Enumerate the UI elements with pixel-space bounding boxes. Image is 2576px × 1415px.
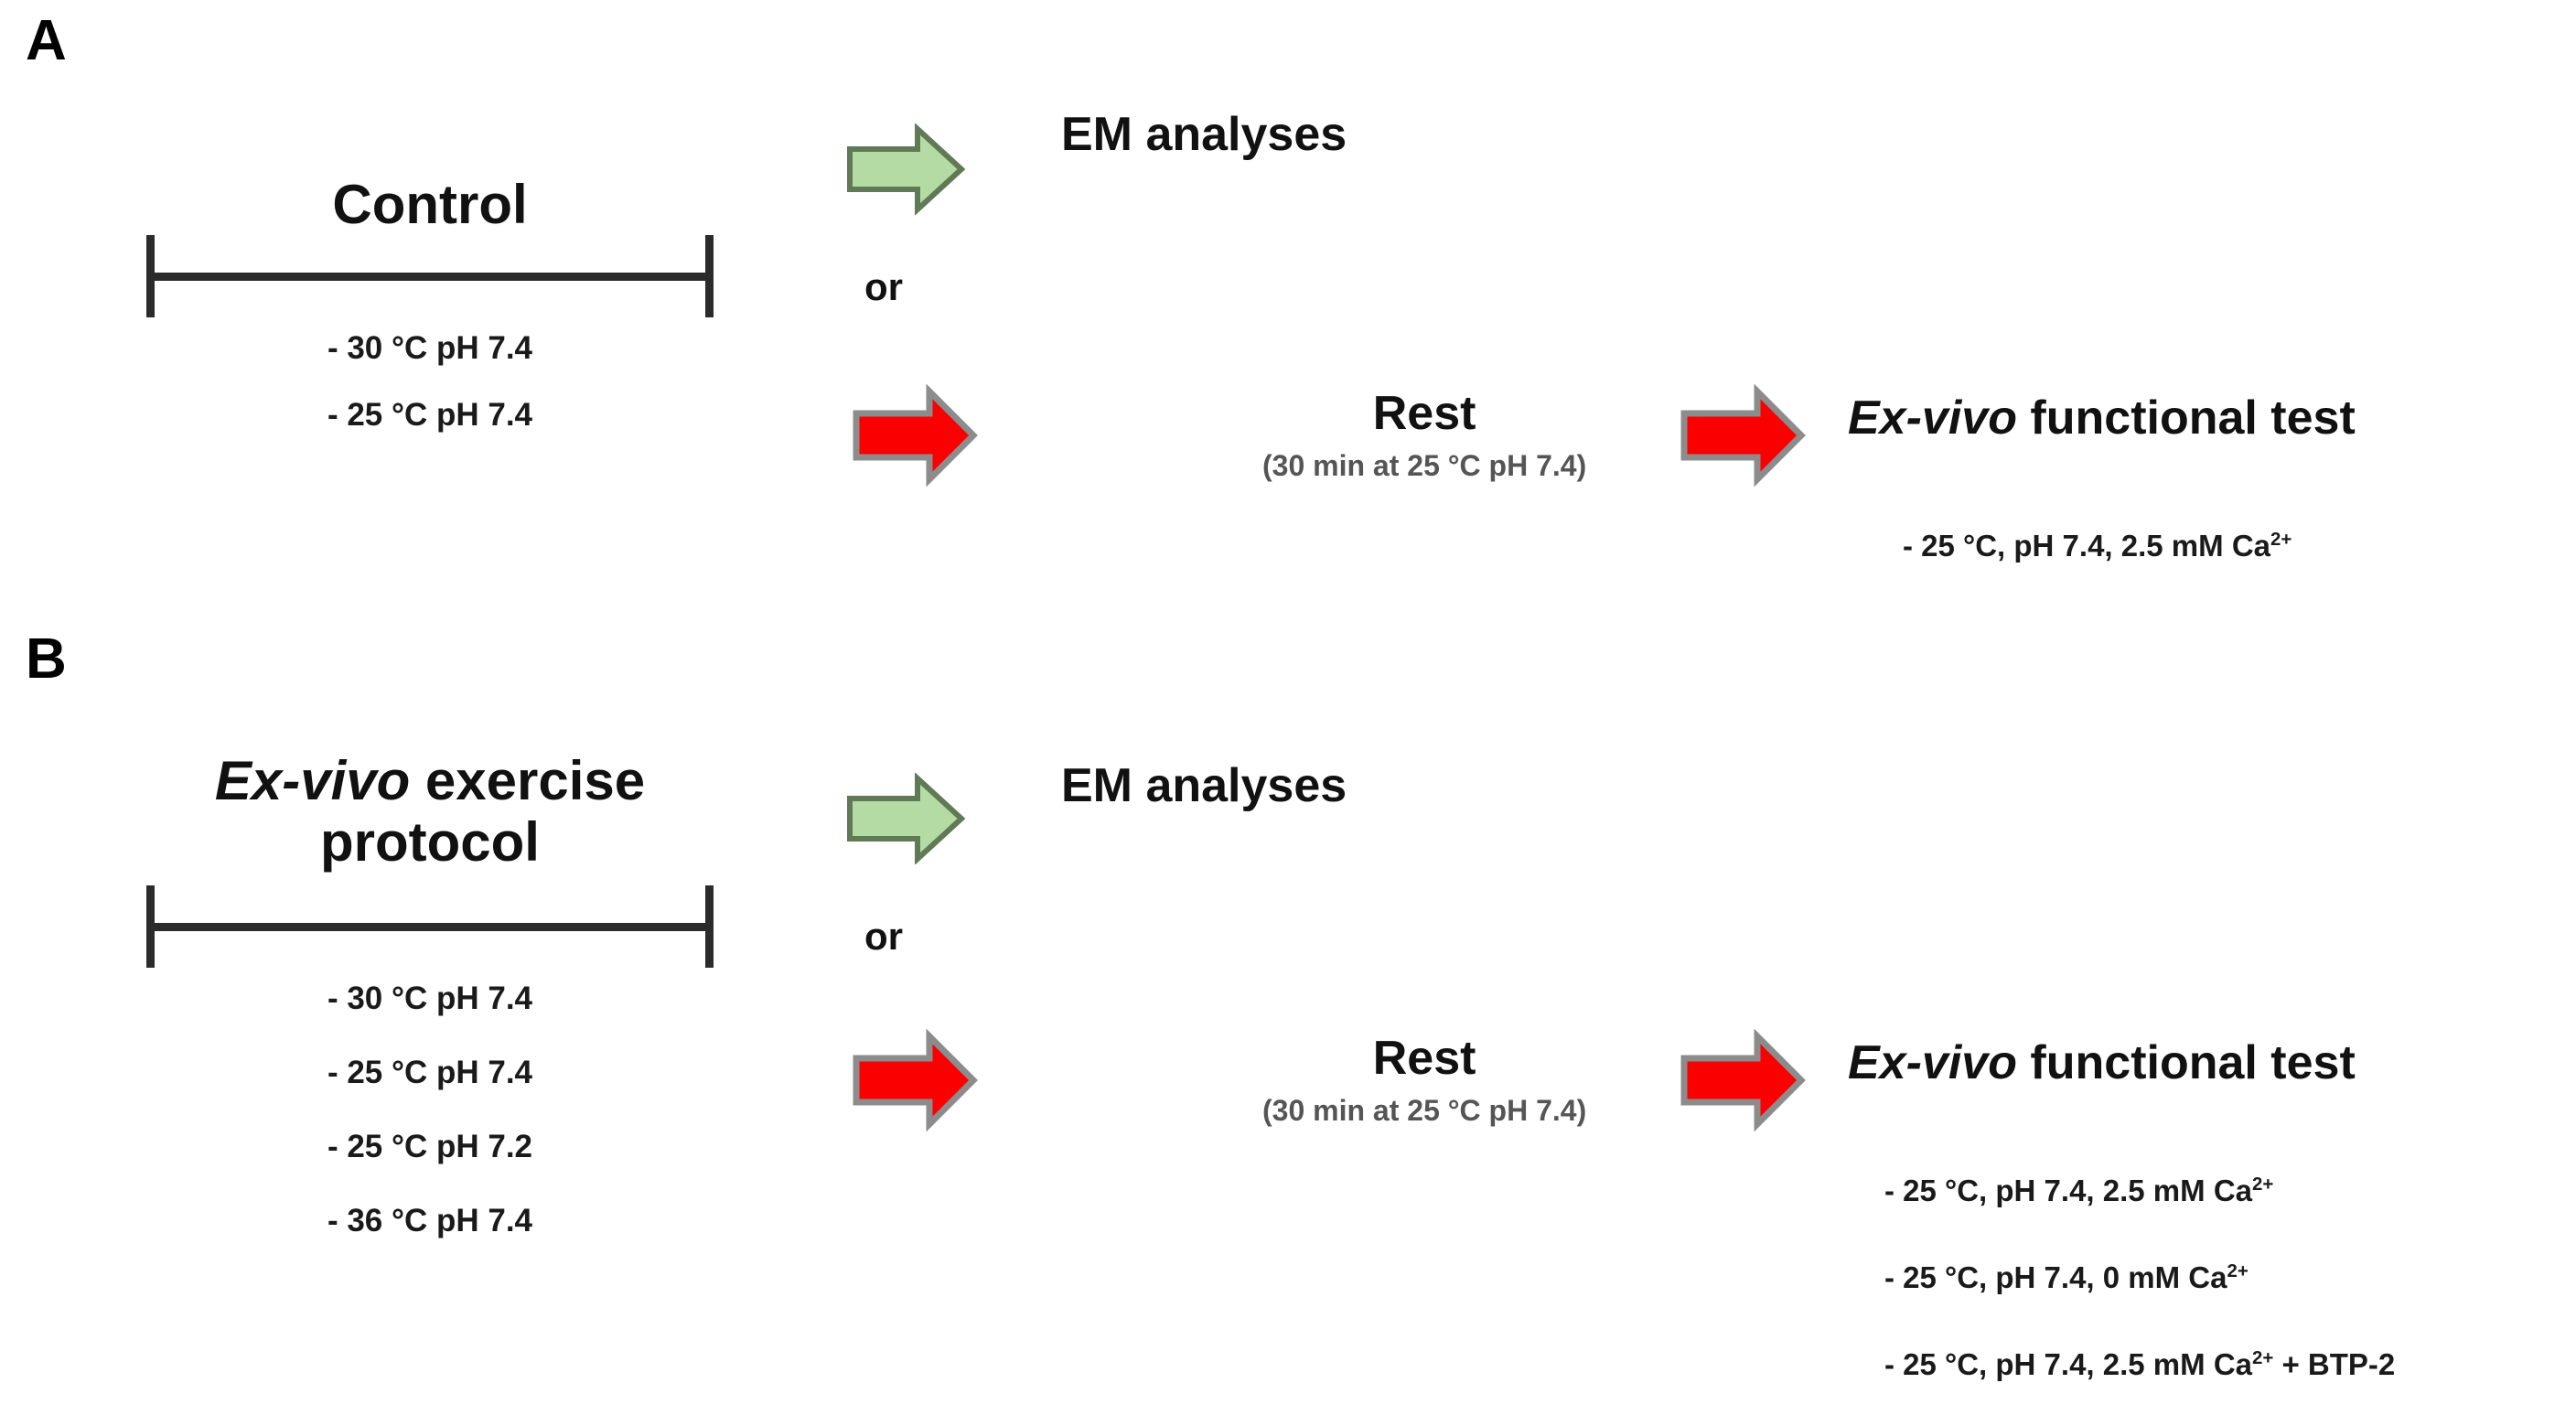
panel-b-bracket <box>146 885 714 969</box>
panel-b-rest-node: Rest (30 min at 25 °C pH 7.4) <box>1262 1034 1586 1127</box>
test-condition-item: - 25 °C, pH 7.4, 0 mM Ca2+ <box>1884 1260 2249 1294</box>
panel-a-functional-test-title: Ex-vivo functional test <box>1848 393 2356 444</box>
condition-item: - 25 °C pH 7.2 <box>327 1129 533 1165</box>
panel-a-condition-list: - 30 °C pH 7.4 - 25 °C pH 7.4 <box>146 332 714 431</box>
panel-letter-a: A <box>26 9 67 72</box>
panel-b-functional-test-title: Ex-vivo functional test <box>1848 1038 2356 1088</box>
panel-a-condition-group: Control - 30 °C pH 7.4 - 25 °C pH 7.4 <box>146 174 714 431</box>
panel-b-group-title: Ex-vivo exercise protocol <box>146 750 714 873</box>
panel-b-rest-title: Rest <box>1372 1032 1476 1085</box>
flow-arrow-right-icon <box>851 384 979 487</box>
panel-a-or-label: or <box>864 265 903 308</box>
condition-item: - 30 °C pH 7.4 <box>327 330 533 367</box>
bracket-cap-left <box>146 235 155 318</box>
panel-a-group-title: Control <box>332 174 528 235</box>
panel-a-rest-node: Rest (30 min at 25 °C pH 7.4) <box>1262 389 1586 482</box>
panel-b-em-analyses-label: EM analyses <box>1061 759 1347 812</box>
test-condition-item: - 25 °C, pH 7.4, 2.5 mM Ca2+ <box>1884 1174 2274 1207</box>
condition-item: - 30 °C pH 7.4 <box>327 981 533 1017</box>
test-condition-item: - 25 °C, pH 7.4, 2.5 mM Ca2+ <box>1903 529 2292 563</box>
condition-item: - 25 °C pH 7.4 <box>327 397 533 434</box>
panel-a-rest-subtitle: (30 min at 25 °C pH 7.4) <box>1262 448 1587 482</box>
flow-arrow-right-icon <box>1679 1029 1807 1131</box>
panel-a-rest-title: Rest <box>1372 387 1476 440</box>
panel-letter-b: B <box>26 627 67 691</box>
panel-b-condition-list: - 30 °C pH 7.4 - 25 °C pH 7.4 - 25 °C pH… <box>146 982 714 1237</box>
em-arrow-right-icon <box>846 773 965 864</box>
group-title-italic: Ex-vivo <box>214 750 411 811</box>
functional-test-title-rest: functional test <box>2016 1036 2356 1089</box>
panel-a-bracket <box>146 235 714 318</box>
panel-a-functional-test-conditions: - 25 °C, pH 7.4, 2.5 mM Ca2+ <box>1903 529 2292 563</box>
condition-item: - 25 °C pH 7.4 <box>327 1055 533 1091</box>
bracket-bar <box>146 273 714 282</box>
bracket-cap-right <box>705 885 714 969</box>
panel-b-functional-test-conditions: - 25 °C, pH 7.4, 2.5 mM Ca2+ - 25 °C, pH… <box>1884 1174 2396 1381</box>
panel-b-condition-group: Ex-vivo exercise protocol - 30 °C pH 7.4… <box>146 750 714 1237</box>
panel-a-em-analyses-label: EM analyses <box>1061 108 1347 161</box>
bracket-cap-right <box>705 235 714 318</box>
panel-b-or-label: or <box>864 915 903 958</box>
group-title-rest: exercise protocol <box>320 750 646 874</box>
functional-test-title-italic: Ex-vivo <box>1848 391 2017 445</box>
functional-test-title-italic: Ex-vivo <box>1848 1036 2017 1089</box>
condition-item: - 36 °C pH 7.4 <box>327 1203 533 1239</box>
flow-arrow-right-icon <box>851 1029 979 1131</box>
em-arrow-right-icon <box>846 123 965 215</box>
bracket-cap-left <box>146 885 155 969</box>
flow-arrow-right-icon <box>1679 384 1807 487</box>
bracket-bar <box>146 923 714 932</box>
test-condition-item: - 25 °C, pH 7.4, 2.5 mM Ca2+ + BTP-2 <box>1884 1347 2396 1381</box>
panel-b-rest-subtitle: (30 min at 25 °C pH 7.4) <box>1262 1093 1587 1127</box>
functional-test-title-rest: functional test <box>2016 391 2356 445</box>
